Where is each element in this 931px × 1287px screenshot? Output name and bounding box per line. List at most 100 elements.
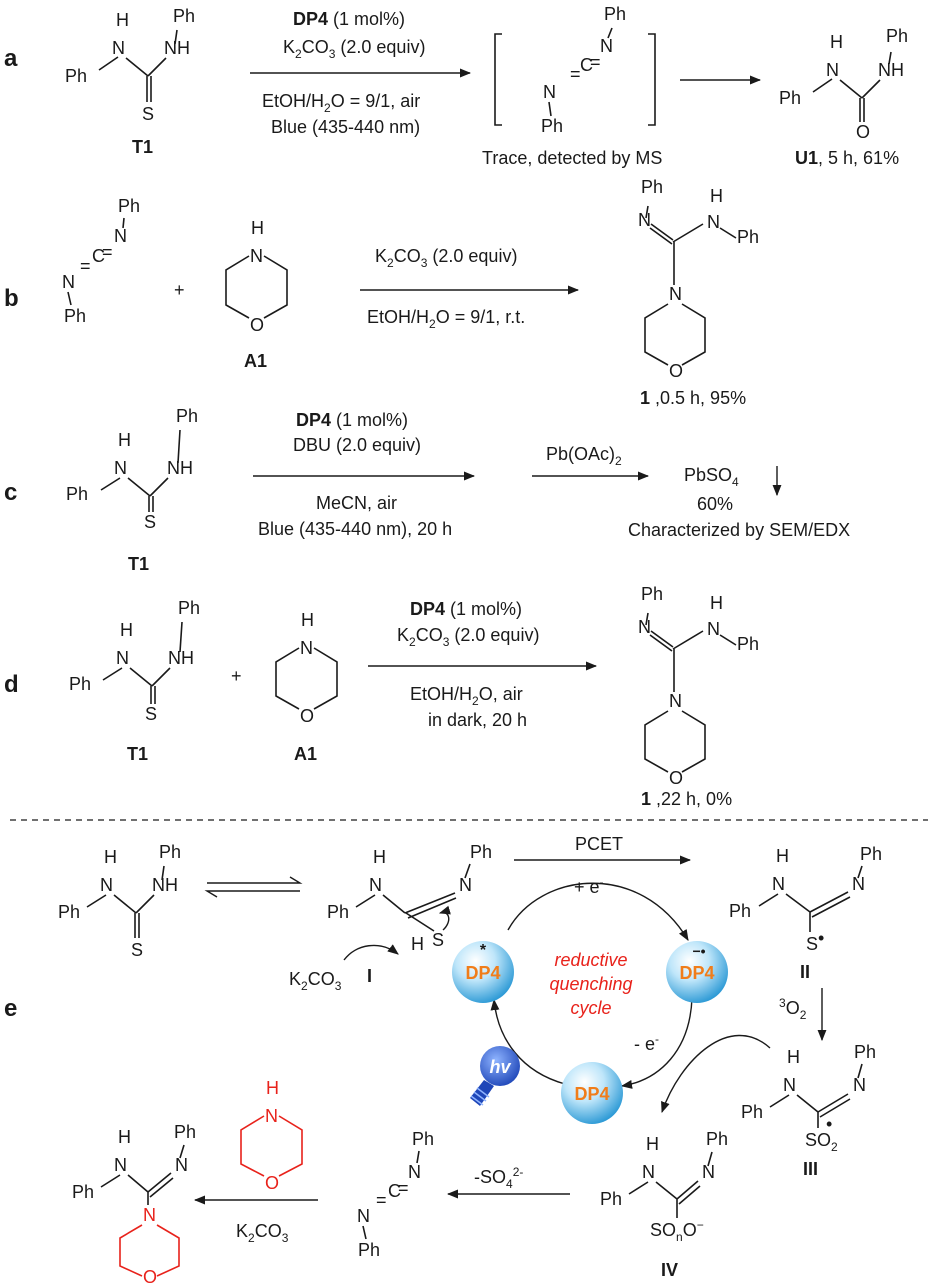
svg-text:H: H [411,934,424,954]
panel-d: d Ph H N NH Ph S T1 + H N O A1 DP4 (1 mo… [4,584,759,809]
svg-text:DP4 (1 mol%): DP4 (1 mol%) [296,410,408,430]
svg-text:Ph: Ph [641,584,663,604]
svg-text:N: N [852,874,865,894]
svg-text:Ph: Ph [779,88,801,108]
svg-text:H: H [776,846,789,866]
guanidine-product-1-b: Ph N H N Ph N O 1 ,0.5 h, 95% [638,177,759,408]
svg-text:S: S [432,930,444,950]
svg-text:N: N [62,272,75,292]
deprotonation-arrow [343,944,399,961]
svg-text:1 ,0.5 h, 95%: 1 ,0.5 h, 95% [640,388,746,408]
svg-text:N: N [543,82,556,102]
svg-text:O: O [669,361,683,381]
svg-text:Ph: Ph [159,842,181,862]
svg-text:N: N [702,1162,715,1182]
svg-text:in dark, 20 h: in dark, 20 h [428,710,527,730]
sulfinate-IV: Ph H N N Ph SOnO− IV [600,1129,728,1280]
svg-text:PbSO4: PbSO4 [684,465,739,489]
morpholine-A1-d: H N O A1 [275,610,338,764]
label-IV: IV [661,1260,678,1280]
svg-text:N: N [707,619,720,639]
panel-label-a: a [4,45,18,72]
svg-text:•: • [826,1114,832,1134]
svg-text:Ph: Ph [706,1129,728,1149]
svg-text:N: N [669,284,682,304]
svg-text:Ph: Ph [65,66,87,86]
svg-text:Ph: Ph [64,306,86,326]
svg-text:H: H [301,610,314,630]
svg-text:N: N [116,648,129,668]
dp4-ground-sphere [561,1062,623,1124]
svg-text:SO2: SO2 [805,1130,838,1154]
svg-text:=: = [376,1190,387,1210]
svg-text:Ph: Ph [886,26,908,46]
thiourea-T1-d: Ph H N NH Ph S T1 [69,598,200,764]
svg-text:H: H [710,593,723,613]
svg-text:•: • [818,928,824,948]
morpholine-red: H N O [240,1078,303,1193]
svg-text:cycle: cycle [570,998,611,1018]
svg-text:N: N [175,1155,188,1175]
svg-text:N: N [638,210,651,230]
svg-text:EtOH/H2O = 9/1, air: EtOH/H2O = 9/1, air [262,91,420,115]
label-T1: T1 [132,137,153,157]
svg-text:K2CO3 (2.0 equiv): K2CO3 (2.0 equiv) [375,246,517,270]
svg-text:Ph: Ph [176,406,198,426]
panel-e: e Ph H N NH Ph S Ph H N N Ph S H I [4,834,882,1287]
svg-text:+ e-: + e- [574,875,604,897]
svg-text:+: + [174,280,185,300]
svg-text:H: H [266,1078,279,1098]
svg-text:N: N [300,638,313,658]
svg-text:N: N [826,60,839,80]
svg-text:N: N [707,212,720,232]
svg-text:O: O [856,122,870,142]
svg-text:quenching: quenching [549,974,632,994]
guanidine-final-e: Ph H N N Ph N O [72,1122,196,1287]
svg-text:DP4: DP4 [465,963,500,983]
svg-text:reductive: reductive [554,950,627,970]
svg-text:Ph: Ph [72,1182,94,1202]
light-bulb-icon: hv [470,1046,520,1106]
svg-text:N: N [265,1106,278,1126]
svg-text:Ph: Ph [737,634,759,654]
panel-b: b Ph N C = = N Ph + H N O A1 K2CO3 (2.0 … [4,177,759,408]
svg-text:O: O [669,768,683,788]
svg-text:Ph: Ph [854,1042,876,1062]
svg-text:Ph: Ph [173,6,195,26]
label-I: I [367,966,372,986]
svg-text:DP4: DP4 [574,1084,609,1104]
svg-text:=: = [590,52,601,72]
svg-text:=: = [102,242,113,262]
svg-text:H: H [646,1134,659,1154]
svg-text:Ph: Ph [541,116,563,136]
svg-text:-SO42-: -SO42- [474,1165,523,1191]
svg-text:=: = [80,256,91,276]
svg-text:PCET: PCET [575,834,623,854]
thiyl-radical-II: Ph H N N Ph S • II [729,844,882,982]
sulfonyl-radical-III: Ph H N N Ph SO2 • III [741,1042,876,1179]
svg-text:Ph: Ph [174,1122,196,1142]
svg-text:H: H [830,32,843,52]
label-A1-b: A1 [244,351,267,371]
svg-text:DP4 (1 mol%): DP4 (1 mol%) [293,9,405,29]
guanidine-product-1-d: Ph N H N Ph N O 1 ,22 h, 0% [638,584,759,809]
svg-text:Ph: Ph [118,196,140,216]
label-III: III [803,1159,818,1179]
svg-text:K2CO3 (2.0 equiv): K2CO3 (2.0 equiv) [283,37,425,61]
isothiourea-I: Ph H N N Ph S H I [327,842,492,986]
svg-text:N: N [112,38,125,58]
svg-text:N: N [143,1205,156,1225]
panel-label-b: b [4,285,19,312]
svg-text:Ph: Ph [604,4,626,24]
svg-text:Ph: Ph [69,674,91,694]
label-T1-d: T1 [127,744,148,764]
svg-text:N: N [642,1162,655,1182]
svg-text:Ph: Ph [358,1240,380,1260]
svg-text:S: S [806,934,818,954]
svg-text:Ph: Ph [729,901,751,921]
svg-text:Blue (435-440 nm), 20 h: Blue (435-440 nm), 20 h [258,519,452,539]
svg-text:K2CO3: K2CO3 [289,969,342,993]
panel-c: c Ph H N NH Ph S T1 DP4 (1 mol%) DBU (2.… [4,406,850,574]
svg-text:SOnO−: SOnO− [650,1218,704,1244]
